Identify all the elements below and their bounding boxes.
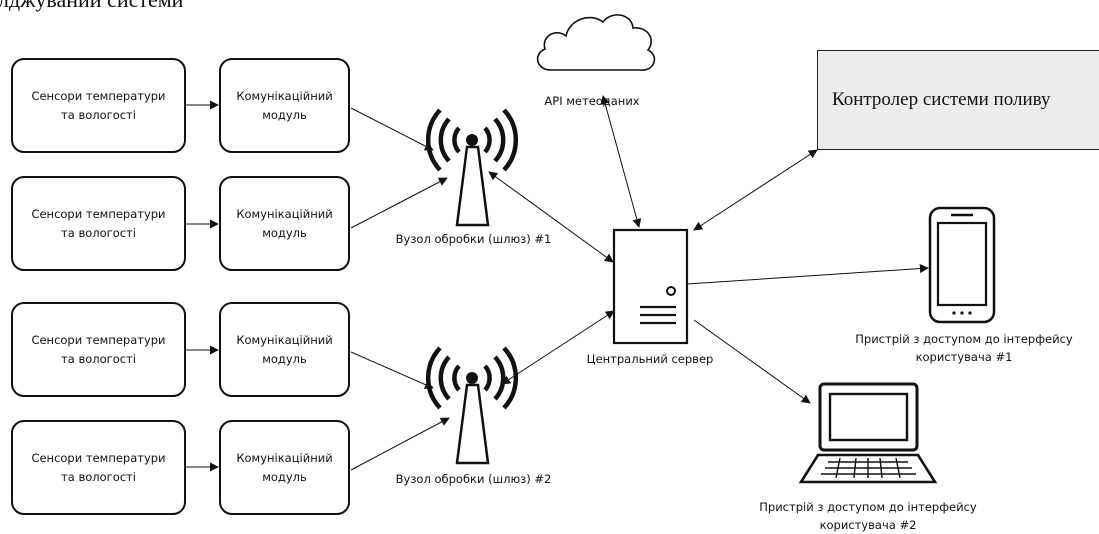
server-device2-arrow [693,319,811,404]
smartphone-icon [928,206,996,324]
device-1-label-line2: користувача #1 [915,350,1013,364]
module-to-gateway-arrows [350,107,450,471]
comm-module-box-4: Комунікаційний модуль [219,420,350,515]
sensor-label-line1: Сенсори температури [31,450,166,465]
device-2-label: Пристрій з доступом до інтерфейсу корист… [736,498,1000,534]
server-icon [612,228,689,345]
module-label-line2: модуль [262,351,307,366]
irrigation-controller-box: Контролер системи поливу [817,50,1099,150]
gateway2-server-arrow [501,310,615,385]
sensor-label-line1: Сенсори температури [31,332,166,347]
device-1-label-line1: Пристрій з доступом до інтерфейсу [855,332,1073,346]
device-2-label-line2: користувача #2 [819,518,917,532]
sensor-label-line1: Сенсори температури [31,206,166,221]
network-arrows [488,95,929,404]
central-server-label: Центральний сервер [586,352,714,366]
api-server-arrow [600,95,642,228]
module-label-line2: модуль [262,107,307,122]
sensor-box-4: Сенсори температури та вологості [11,420,186,515]
sensor-to-module-arrows [186,100,219,472]
controller-label: Контролер системи поливу [832,89,1051,110]
module-label-line1: Комунікаційний [236,206,333,221]
controller-server-arrow [693,149,818,231]
module-label-line2: модуль [262,225,307,240]
sensor-label-line2: та вологості [61,351,136,366]
module-label-line1: Комунікаційний [236,88,333,103]
weather-api-label: API метеоданих [544,94,640,108]
sensor-box-1: Сенсори температури та вологості [11,58,186,153]
diagram-title-partial: лджуваний системи [0,0,183,13]
device-1-label: Пристрій з доступом до інтерфейсу корист… [832,330,1096,366]
comm-module-box-1: Комунікаційний модуль [219,58,350,153]
gateway-tower-icon-2 [425,346,519,465]
sensor-box-2: Сенсори температури та вологості [11,176,186,271]
module-label-line1: Комунікаційний [236,332,333,347]
gateway-tower-icon-1 [425,108,519,227]
sensor-label-line2: та вологості [61,469,136,484]
module-label-line1: Комунікаційний [236,450,333,465]
laptop-icon [798,382,938,484]
server-device1-arrow [686,264,929,285]
sensor-box-3: Сенсори температури та вологості [11,302,186,397]
sensor-label-line2: та вологості [61,107,136,122]
comm-module-box-2: Комунікаційний модуль [219,176,350,271]
device-2-label-line1: Пристрій з доступом до інтерфейсу [759,500,977,514]
gateway-1-label: Вузол обробки (шлюз) #1 [395,232,552,246]
comm-module-box-3: Комунікаційний модуль [219,302,350,397]
gateway1-server-arrow [488,171,614,263]
gateway-2-label: Вузол обробки (шлюз) #2 [395,472,552,486]
sensor-label-line2: та вологості [61,225,136,240]
cloud-icon [536,14,656,71]
sensor-label-line1: Сенсори температури [31,88,166,103]
module-label-line2: модуль [262,469,307,484]
